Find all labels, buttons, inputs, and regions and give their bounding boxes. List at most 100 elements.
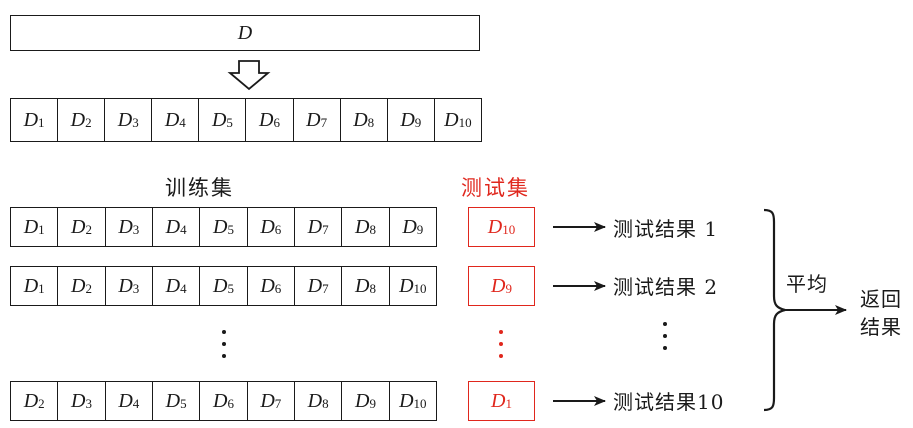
subset-letter: D: [491, 389, 506, 412]
subset-letter: D: [23, 215, 39, 238]
subset-letter: D: [165, 215, 181, 238]
subset-index: 8: [322, 396, 329, 411]
subset-letter: D: [213, 274, 228, 297]
subset-index: 2: [38, 396, 45, 411]
subset-index: 1: [38, 115, 45, 130]
subset-index: 1: [38, 281, 45, 296]
subset-letter: D: [444, 108, 459, 131]
subset-index: 1: [505, 396, 512, 411]
subset-letter: D: [260, 389, 275, 412]
subset-index: 7: [322, 222, 329, 237]
subset-letter: D: [118, 215, 133, 238]
subset-letter: D: [399, 274, 414, 297]
subset-letter: D: [164, 108, 180, 131]
train-set-header: 训练集: [165, 176, 234, 200]
result-vertical-ellipsis-icon: [663, 322, 667, 350]
subset-index: 6: [274, 281, 282, 296]
subset-index: 10: [413, 281, 427, 296]
curly-brace-icon: [763, 208, 786, 412]
average-label: 平均: [786, 272, 828, 296]
subset-letter: D: [165, 274, 181, 297]
subset-letter: D: [487, 215, 503, 238]
down-arrow-icon: [227, 60, 271, 91]
test-set-header: 测试集: [461, 176, 530, 200]
subset-letter: D: [118, 274, 133, 297]
subset-letter: D: [213, 215, 228, 238]
test-vertical-ellipsis-icon: [499, 330, 503, 358]
subset-letter: D: [71, 215, 86, 238]
full-dataset-box: D: [10, 15, 480, 51]
subset-letter: D: [23, 274, 39, 297]
subset-letter: D: [307, 274, 323, 297]
subset-index: 3: [132, 222, 140, 237]
subset-index: 10: [458, 115, 472, 130]
subset-index: 4: [132, 396, 140, 411]
subset-letter: D: [70, 108, 86, 131]
subset-letter: D: [260, 274, 275, 297]
subset-index: 6: [273, 115, 280, 130]
return-label-line-2: 结果: [860, 315, 902, 339]
subset-index: 2: [85, 115, 92, 130]
subset-letter: D: [260, 215, 275, 238]
subset-letter: D: [211, 108, 227, 131]
subset-index: 8: [369, 281, 376, 296]
subset-index: 5: [227, 222, 234, 237]
subset-letter: D: [118, 389, 133, 412]
subset-index: 10: [413, 396, 427, 411]
result-1-label: 测试结果 1: [613, 217, 719, 241]
subset-index: 10: [502, 222, 516, 237]
subset-letter: D: [354, 274, 370, 297]
subset-index: 5: [180, 396, 187, 411]
dataset-label: D: [237, 21, 253, 44]
subset-letter: D: [71, 274, 86, 297]
subset-letter: D: [402, 215, 417, 238]
subset-letter: D: [117, 108, 133, 131]
subset-letter: D: [399, 389, 414, 412]
subset-letter: D: [307, 215, 323, 238]
subset-index: 3: [85, 396, 92, 411]
subset-index: 8: [369, 222, 376, 237]
subset-letter: D: [259, 108, 274, 131]
subset-index: 6: [274, 222, 282, 237]
subset-index: 4: [179, 115, 186, 130]
subset-index: 9: [505, 281, 512, 296]
subset-index: 5: [226, 115, 233, 130]
subset-letter: D: [165, 389, 181, 412]
subset-index: 8: [367, 115, 375, 130]
subset-letter: D: [491, 274, 506, 297]
subset-letter: D: [213, 389, 228, 412]
subset-index: 6: [227, 396, 234, 411]
subset-index: 3: [132, 115, 139, 130]
